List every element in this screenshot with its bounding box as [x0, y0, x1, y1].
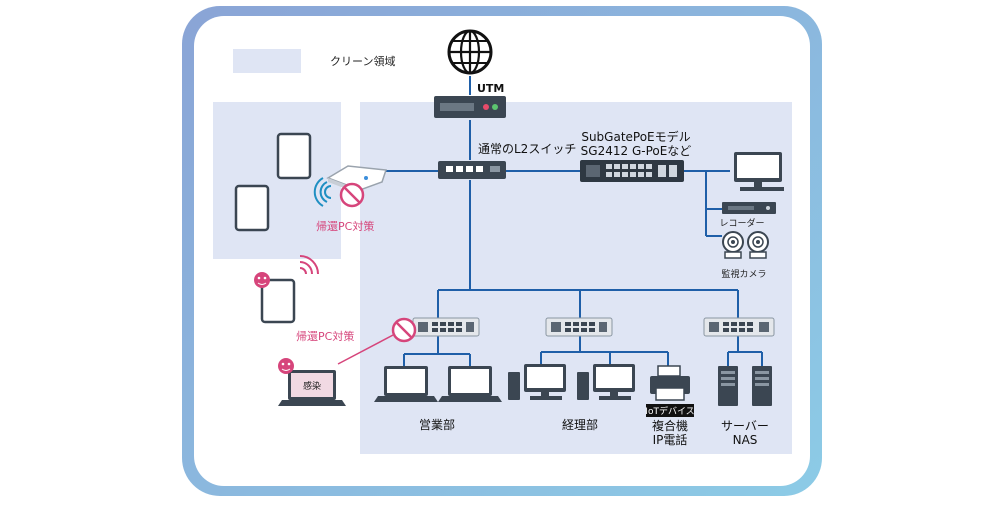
wifi-signal-icon: [313, 177, 332, 207]
blocked-icon: [391, 317, 417, 343]
monitoring-pc-icon: [734, 152, 784, 191]
server-tower-icon: [752, 366, 772, 406]
infected-label: 感染: [303, 380, 321, 392]
subgate-model-label: SubGatePoEモデル: [581, 129, 690, 144]
infected-tablet-icon: [260, 278, 296, 324]
legend-label: クリーン領域: [330, 54, 395, 68]
sales-dept-label: 営業部: [419, 417, 455, 432]
laptop-icon: [438, 366, 502, 402]
utm-appliance-icon: [434, 96, 506, 118]
blocked-icon: [339, 182, 365, 208]
iot-device-label: IoTデバイス: [645, 405, 694, 417]
legend-swatch: [233, 49, 301, 73]
blocked-link: [337, 333, 396, 365]
virus-icon: [278, 358, 294, 374]
laptop-icon: [374, 366, 438, 402]
wifi-signal-icon: [299, 255, 319, 275]
desktop-pc-icon: [577, 364, 635, 400]
iot-device-badge: [646, 404, 694, 417]
utm-label: UTM: [477, 82, 504, 95]
accounting-dept-label: 経理部: [562, 417, 598, 432]
infected-laptop-icon: [278, 370, 346, 406]
recorder-label: レコーダー: [719, 217, 764, 229]
access-switch-icon: [412, 317, 480, 337]
connection-lines: [385, 76, 763, 372]
l2-switch-icon: [438, 161, 506, 179]
camera-icon: [722, 231, 769, 259]
recorder-icon: [722, 202, 776, 214]
access-switch-icon: [545, 317, 613, 337]
server-label: サーバー: [721, 419, 769, 433]
l2-switch-label: 通常のL2スイッチ: [478, 142, 576, 156]
tablet-icon: [234, 132, 312, 232]
returning-pc-label-2: 帰還PC対策: [296, 329, 354, 343]
server-tower-icon: [718, 366, 738, 406]
access-switch-icon: [703, 317, 775, 337]
nas-label: NAS: [733, 433, 758, 447]
clean-area-wireless: [213, 102, 341, 259]
virus-icon: [254, 272, 270, 288]
internet-globe-icon: [447, 29, 493, 75]
printer-icon: [650, 365, 690, 401]
camera-label: 監視カメラ: [721, 268, 766, 280]
subgate-model-sub-label: SG2412 G-PoEなど: [581, 144, 692, 158]
mfp-label: 複合機: [652, 418, 688, 433]
returning-pc-label-1: 帰還PC対策: [316, 219, 374, 233]
ip-phone-label: IP電話: [653, 432, 688, 447]
subgate-switch-icon: [580, 160, 684, 182]
desktop-pc-icon: [508, 364, 566, 400]
